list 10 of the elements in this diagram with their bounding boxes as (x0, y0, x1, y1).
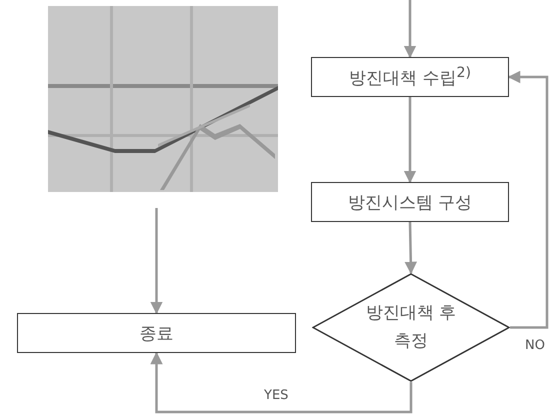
process-box: 방진대책 수립$^{2)}$ (311, 57, 509, 97)
arrow (150, 208, 163, 314)
arrow (404, 97, 416, 184)
arrow (150, 352, 412, 414)
arrow (508, 70, 548, 329)
decision-text: 방진대책 후 측정 (364, 302, 458, 352)
arrow (404, 0, 416, 58)
arrow (404, 222, 418, 274)
process-box: 종료 (17, 313, 296, 353)
process-box: 방진시스템 구성 (311, 182, 509, 222)
